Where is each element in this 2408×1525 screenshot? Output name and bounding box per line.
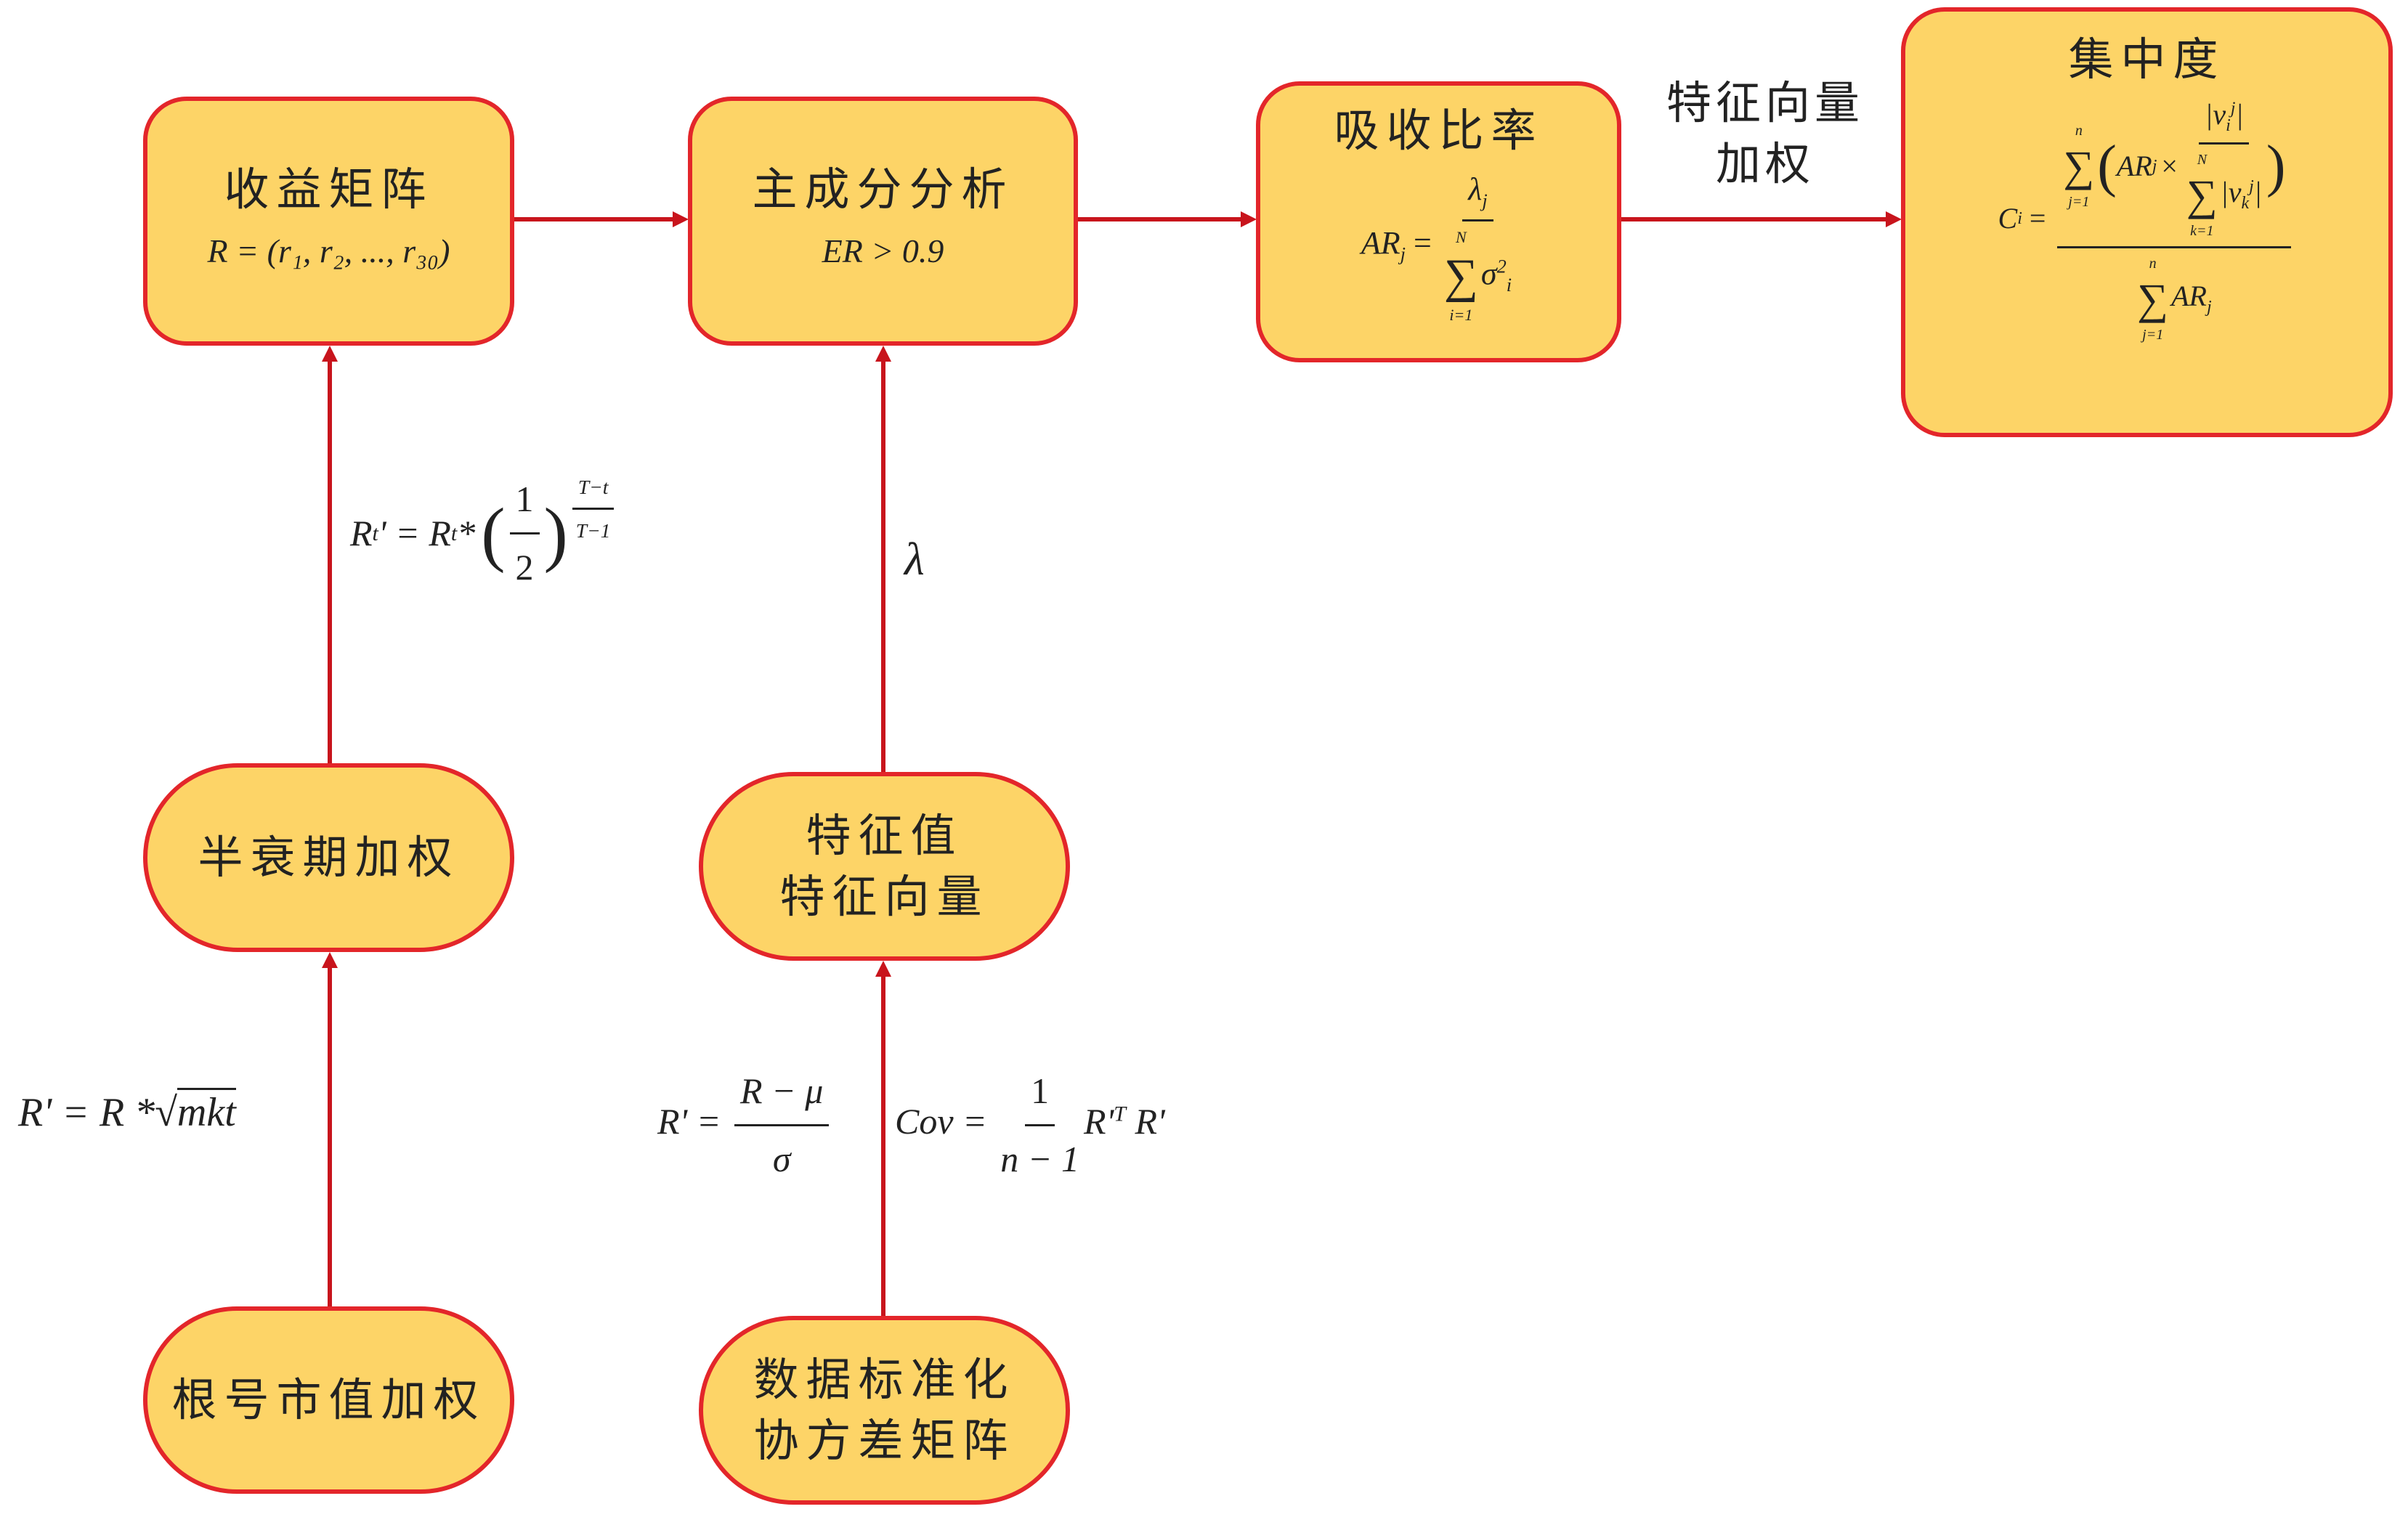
exp-num: T−t	[572, 472, 615, 511]
node-title: 特征值	[806, 809, 963, 863]
node-title: 收益矩阵	[224, 163, 434, 216]
formula-sub: t	[372, 521, 378, 545]
sum-lower: i=1	[1449, 306, 1473, 325]
sum-lower: j=1	[2142, 326, 2164, 343]
node-title: 数据标准化	[753, 1353, 1016, 1407]
arrow-std-to-eigen	[881, 975, 885, 1316]
formula-term: R	[350, 513, 373, 553]
formula-sub: j	[2206, 297, 2212, 317]
formula-sub: t	[450, 521, 458, 545]
node-half-life-weighting: 半衰期加权	[143, 763, 514, 952]
arrow-ar-to-concentration	[1621, 217, 1887, 221]
formula-sub: j	[1482, 189, 1488, 211]
arrow-sqrtcap-to-halflife	[328, 967, 332, 1306]
node-title: 特征向量	[779, 870, 989, 923]
node-title: 吸收比率	[1334, 104, 1544, 157]
formula-sub: j	[1400, 243, 1406, 265]
radicand: mkt	[177, 1088, 236, 1135]
frac-num: R − μ	[734, 1064, 830, 1126]
sum-upper: N	[1456, 227, 1467, 246]
formula-term: AR	[2116, 150, 2152, 183]
standardize-formula: R' = R − μ σ	[657, 1064, 833, 1187]
frac-num: 1	[1025, 1064, 1055, 1126]
node-formula: ER > 0.9	[822, 232, 944, 269]
formula-sub: k	[2241, 193, 2250, 213]
formula-sup: 2	[1496, 255, 1507, 277]
node-title: 主成分分析	[752, 163, 1014, 216]
formula-term: AR	[2171, 279, 2207, 312]
formula-term: Cov =	[895, 1100, 987, 1142]
arrowhead-icon	[1886, 211, 1902, 227]
formula-term: λ	[1468, 171, 1483, 207]
node-return-matrix: 收益矩阵 R = (r₁, r₂, ..., r₃₀)	[143, 97, 514, 346]
formula-term: R' =	[657, 1100, 721, 1142]
arrow-halflife-to-return	[328, 360, 332, 763]
formula-term: R' = R *	[18, 1090, 155, 1135]
frac-num: 1	[509, 472, 540, 534]
sqrt-formula: R' = R *√mkt	[18, 1082, 236, 1143]
frac-den: n − 1	[1000, 1139, 1080, 1179]
node-title: 集中度	[2068, 33, 2226, 86]
sum-upper: N	[2197, 151, 2208, 168]
formula-op: *	[457, 513, 476, 553]
sum-lower: j=1	[2068, 194, 2090, 211]
formula-sup: T	[1114, 1102, 1126, 1126]
formula-term: σ	[1480, 255, 1497, 291]
node-title: 协方差矩阵	[753, 1414, 1016, 1467]
arrowhead-icon	[322, 346, 338, 362]
node-eigen: 特征值 特征向量	[699, 772, 1070, 961]
formula-term: ' = R	[378, 513, 451, 553]
exp-den: T−1	[575, 519, 611, 542]
frac-den: 2	[515, 547, 534, 587]
node-standardize: 数据标准化 协方差矩阵	[699, 1316, 1070, 1505]
formula-term: AR	[1361, 224, 1400, 261]
label-line: 加权	[1715, 137, 1815, 190]
node-sqrt-cap-weighting: 根号市值加权	[143, 1306, 514, 1494]
formula-sup: j	[2230, 99, 2236, 118]
arrowhead-icon	[1241, 211, 1257, 227]
sum-upper: n	[2075, 123, 2083, 139]
formula-term: |v	[2205, 97, 2226, 131]
formula-sub: i	[1506, 273, 1512, 296]
label-line: 特征向量	[1666, 76, 1864, 129]
edge-label-eigenvector-weight: 特征向量 加权	[1656, 73, 1874, 194]
formula-term: C	[1998, 201, 2018, 235]
formula-sub: j	[2152, 157, 2157, 176]
arrowhead-icon	[875, 346, 891, 362]
node-formula: R = (r₁, r₂, ..., r₃₀)	[207, 232, 450, 269]
arrow-return-to-pca	[514, 217, 674, 221]
formula-term: |v	[2220, 175, 2242, 208]
formula-sub: i	[2226, 115, 2231, 135]
formula-term: R'	[1125, 1100, 1165, 1142]
arrow-eigen-to-pca	[881, 360, 885, 772]
sum-upper: n	[2149, 255, 2157, 272]
lambda-label: λ	[904, 533, 925, 585]
arrowhead-icon	[322, 952, 338, 968]
formula-term: R'	[1084, 1100, 1114, 1142]
arrowhead-icon	[673, 211, 689, 227]
node-title: 半衰期加权	[198, 831, 460, 884]
arrowhead-icon	[875, 961, 891, 977]
frac-den: σ	[772, 1139, 791, 1179]
arrow-pca-to-ar	[1078, 217, 1242, 221]
node-pca: 主成分分析 ER > 0.9	[688, 97, 1078, 346]
formula-sub: i	[2017, 208, 2022, 228]
node-title: 根号市值加权	[171, 1373, 486, 1427]
sum-lower: k=1	[2190, 222, 2214, 239]
formula-op: ×	[2161, 150, 2178, 183]
